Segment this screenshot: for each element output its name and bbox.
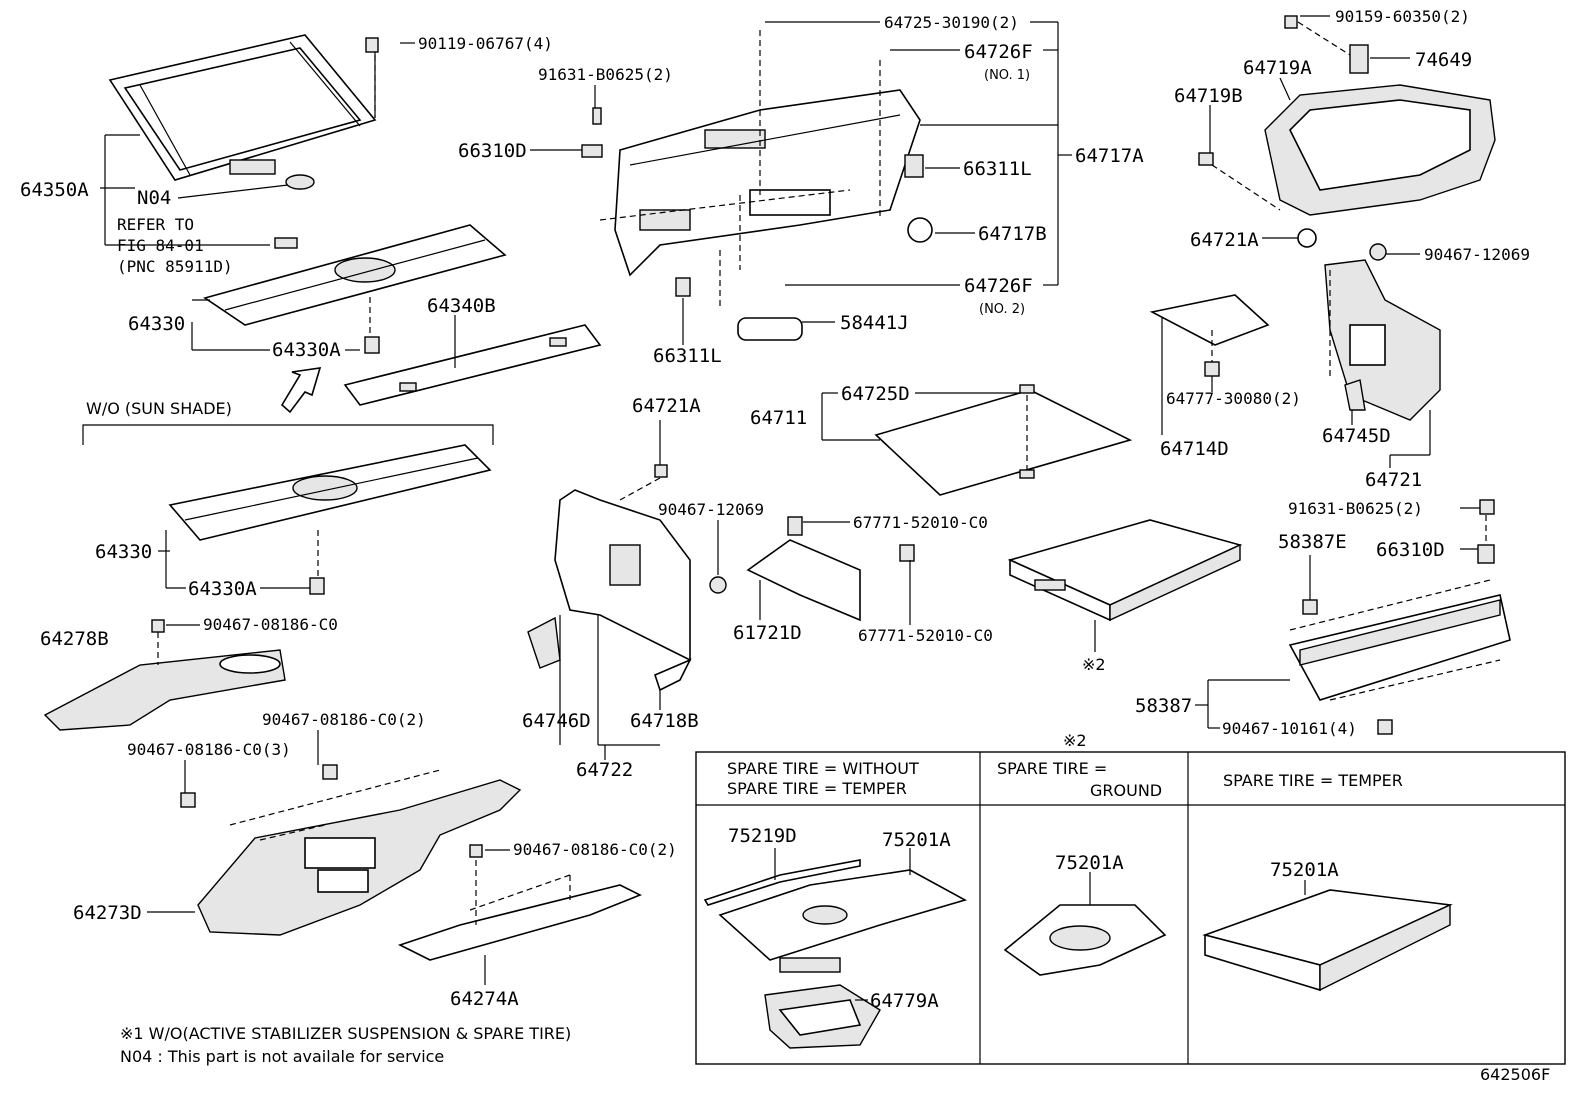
scuff-plate-58387-drawing [1288, 499, 1511, 735]
label-90467-08186-C0-3: 90467-08186-C0(3) [127, 740, 291, 759]
label-64746D: 64746D [522, 710, 591, 732]
label-90467-10161: 90467-10161(4) [1222, 719, 1357, 738]
label-64726F-no1: 64726F [964, 41, 1033, 63]
label-90119-06767: 90119-06767(4) [418, 34, 553, 53]
back-door-trim-64719A-drawing [1198, 15, 1496, 248]
label-66311L-bottom: 66311L [653, 345, 722, 367]
label-64330A-top: 64330A [272, 339, 341, 361]
label-pnc-85911D: (PNC 85911D) [117, 257, 233, 276]
label-64721A-mid: 64721A [632, 395, 701, 417]
label-61721D: 61721D [733, 622, 802, 644]
label-64717B: 64717B [978, 223, 1047, 245]
wo-sun-shade-bracket [82, 424, 494, 445]
label-64274A: 64274A [450, 988, 519, 1010]
label-64726F-no2: 64726F [964, 275, 1033, 297]
label-91631-B0625-top: 91631-B0625(2) [538, 65, 673, 84]
label-90159-60350: 90159-60350(2) [1335, 7, 1470, 26]
leader-lines [100, 15, 1501, 1001]
table-col2-line2: GROUND [1090, 781, 1162, 800]
footnote-2: N04 : This part is not availale for serv… [120, 1047, 444, 1066]
label-64330-bottom: 64330 [95, 541, 152, 563]
deck-board-64273D-drawing [180, 764, 642, 961]
label-58387: 58387 [1135, 695, 1192, 717]
label-no1: (NO. 1) [984, 68, 1030, 83]
label-64779A: 64779A [870, 990, 939, 1012]
label-64330-top: 64330 [128, 313, 185, 335]
label-67771-52010-b: 67771-52010-C0 [858, 626, 993, 645]
sun-shade-assembly-drawing [108, 34, 379, 249]
tonneau-cover-bottom-drawing [168, 444, 492, 595]
label-58441J: 58441J [840, 312, 909, 334]
label-N04: N04 [137, 187, 171, 209]
bracket-61721D-drawing [746, 516, 915, 622]
side-trim-64722-drawing [527, 464, 727, 692]
label-64719B: 64719B [1174, 85, 1243, 107]
label-90467-12069-right: 90467-12069 [1424, 245, 1530, 264]
label-66310D-right: 66310D [1376, 539, 1445, 561]
package-tray-trim-drawing [581, 89, 933, 341]
label-64722: 64722 [576, 759, 633, 781]
label-64721: 64721 [1365, 469, 1422, 491]
labels: 64350A N04 REFER TO FIG 84-01 (PNC 85911… [20, 7, 1550, 1084]
label-64725-30190: 64725-30190(2) [884, 13, 1019, 32]
figure-id: 642506F [1480, 1065, 1550, 1084]
label-64777-30080: 64777-30080(2) [1166, 389, 1301, 408]
label-64718B: 64718B [630, 710, 699, 732]
label-90467-08186-C0-2a: 90467-08186-C0(2) [262, 710, 426, 729]
label-66311L-right: 66311L [963, 158, 1032, 180]
label-ref2-table: ※2 [1063, 731, 1087, 750]
label-91631-B0625-right: 91631-B0625(2) [1288, 499, 1423, 518]
footnote-1: ※1 W/O(ACTIVE STABILIZER SUSPENSION & SP… [120, 1024, 571, 1043]
side-panel-64714D-drawing [1149, 294, 1270, 377]
storage-tray-drawing [1007, 519, 1243, 622]
label-90467-08186-C0-2b: 90467-08186-C0(2) [513, 840, 677, 859]
label-64273D: 64273D [73, 902, 142, 924]
label-67771-52010-a: 67771-52010-C0 [853, 513, 988, 532]
label-75201A-col1: 75201A [882, 829, 951, 851]
label-wo-sun-shade: W/O (SUN SHADE) [86, 399, 232, 418]
spare-tire-variant-table [695, 751, 1566, 1065]
label-64719A: 64719A [1243, 57, 1312, 79]
label-64340B: 64340B [427, 295, 496, 317]
label-75201A-col2: 75201A [1055, 852, 1124, 874]
floor-mat-64711-drawing [874, 384, 1133, 496]
label-64721A-right: 64721A [1190, 229, 1259, 251]
label-fig-84-01: FIG 84-01 [117, 236, 204, 255]
label-no2: (NO. 2) [979, 302, 1025, 317]
floor-panel-64278B-drawing [43, 619, 286, 731]
label-64717A: 64717A [1075, 145, 1144, 167]
label-64725D: 64725D [841, 383, 910, 405]
table-col1-line1: SPARE TIRE = WITHOUT [727, 759, 919, 778]
label-90467-12069-mid: 90467-12069 [658, 500, 764, 519]
tonneau-cover-top-drawing [203, 224, 602, 414]
label-64711: 64711 [750, 407, 807, 429]
label-75219D: 75219D [728, 825, 797, 847]
table-col3: SPARE TIRE = TEMPER [1223, 771, 1403, 790]
table-col2-line1: SPARE TIRE = [997, 759, 1107, 778]
label-64330A-bottom: 64330A [188, 578, 257, 600]
label-ref2-tray: ※2 [1082, 655, 1106, 674]
label-75201A-col3: 75201A [1270, 859, 1339, 881]
table-col1-line2: SPARE TIRE = TEMPER [727, 779, 907, 798]
label-refer-to: REFER TO [117, 215, 194, 234]
label-64714D: 64714D [1160, 438, 1229, 460]
label-64278B: 64278B [40, 628, 109, 650]
label-90467-08186-C0: 90467-08186-C0 [203, 615, 338, 634]
label-66310D-top: 66310D [458, 140, 527, 162]
label-64350A: 64350A [20, 179, 89, 201]
label-74649: 74649 [1415, 49, 1472, 71]
label-58387E: 58387E [1278, 531, 1347, 553]
label-64745D: 64745D [1322, 425, 1391, 447]
quarter-trim-64721-drawing [1324, 243, 1441, 421]
